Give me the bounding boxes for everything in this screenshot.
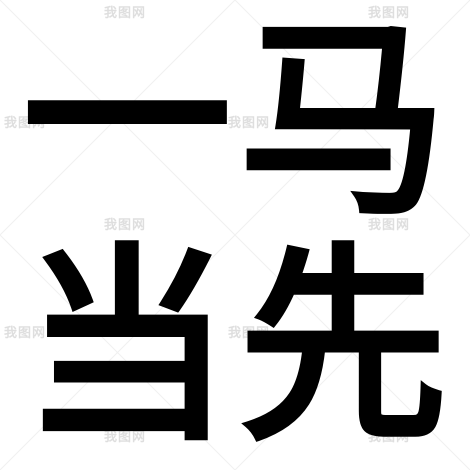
watermark-text: 我图网	[4, 116, 47, 131]
watermark-text: 我图网	[368, 430, 411, 445]
watermark-text: 我图网	[104, 218, 147, 233]
calligraphy-char-ma: 马	[237, 0, 448, 244]
watermark-text: 我图网	[104, 430, 147, 445]
watermark-text: 我图网	[4, 326, 47, 341]
watermark-text: 我图网	[228, 116, 271, 131]
calligraphy-char-dang: 当	[21, 223, 232, 470]
calligraphy-char-yi: 一	[21, 0, 232, 244]
calligraphy-char-xian: 先	[237, 223, 448, 470]
watermark-text: 我图网	[104, 6, 147, 21]
watermark-text: 我图网	[368, 6, 411, 21]
watermark-text: 我图网	[368, 218, 411, 233]
watermark-text: 我图网	[228, 326, 271, 341]
